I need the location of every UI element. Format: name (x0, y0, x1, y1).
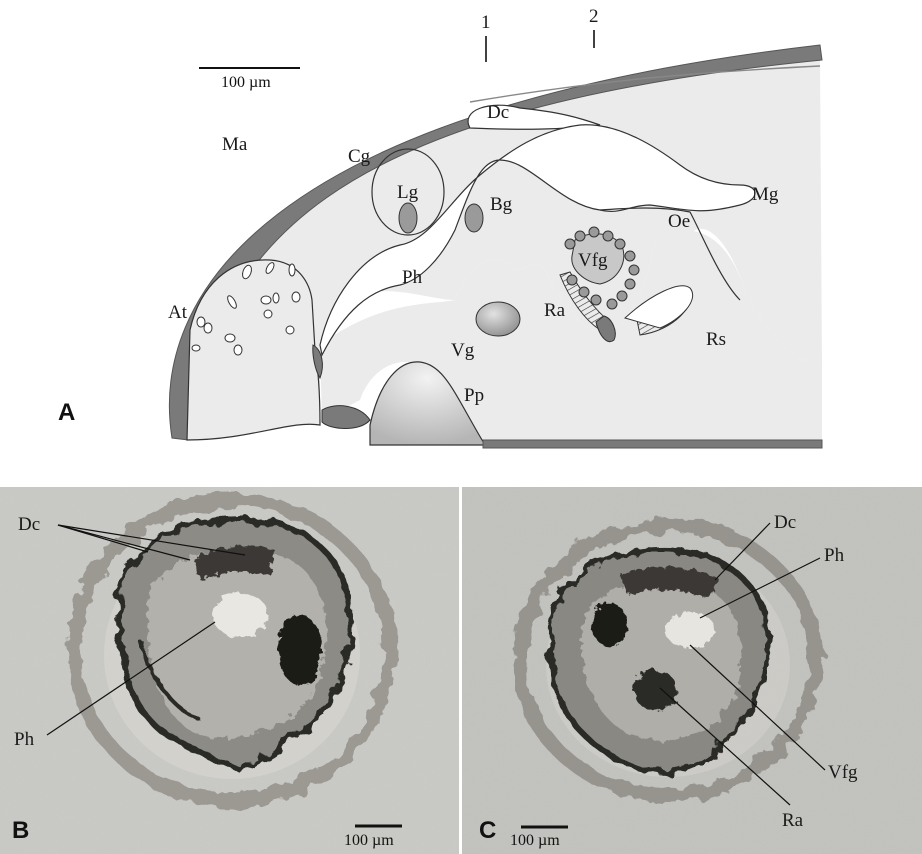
label-dc: Dc (487, 102, 509, 123)
panel-letter-c: C (479, 817, 496, 844)
label-pp: Pp (464, 385, 484, 406)
label-bg: Bg (490, 194, 513, 215)
photo-b-label-ph: Ph (14, 729, 35, 750)
visceral-ganglion (476, 302, 520, 336)
label-rs: Rs (706, 329, 726, 350)
scale-label-c: 100 µm (510, 832, 560, 849)
label-mg: Mg (752, 184, 779, 205)
photo-b-label-dc: Dc (18, 514, 40, 535)
label-vfg: Vfg (578, 250, 608, 271)
label-ph: Ph (402, 267, 423, 288)
photo-c-label-ra: Ra (782, 810, 804, 831)
label-lg: Lg (397, 182, 419, 203)
foot-sole (483, 440, 822, 448)
photo-c-label-dc: Dc (774, 512, 796, 533)
panel-c: Dc Ph Vfg Ra 100 µm C (462, 487, 922, 854)
label-vg: Vg (451, 340, 475, 361)
lg-ganglion (399, 203, 417, 233)
section-number-2: 2 (589, 6, 599, 27)
panel-b: Dc Ph 100 µm B (0, 487, 459, 854)
scale-label-a: 100 µm (221, 74, 271, 91)
label-ma: Ma (222, 134, 248, 155)
label-oe: Oe (668, 211, 690, 232)
section-number-1: 1 (481, 12, 491, 33)
scale-label-b: 100 µm (344, 832, 394, 849)
label-cg: Cg (348, 146, 371, 167)
panel-letter-b: B (12, 817, 29, 844)
label-at: At (168, 302, 188, 323)
photo-c-label-ph: Ph (824, 545, 845, 566)
label-ra: Ra (544, 300, 566, 321)
pp-left-pad (322, 406, 370, 429)
panel-letter-a: A (58, 399, 75, 426)
panel-a: 1 2 100 µm Ma Dc Cg Lg Bg Mg Oe Vfg Ph A… (58, 6, 822, 448)
buccal-ganglion (465, 204, 483, 232)
photo-c-label-vfg: Vfg (828, 762, 858, 783)
